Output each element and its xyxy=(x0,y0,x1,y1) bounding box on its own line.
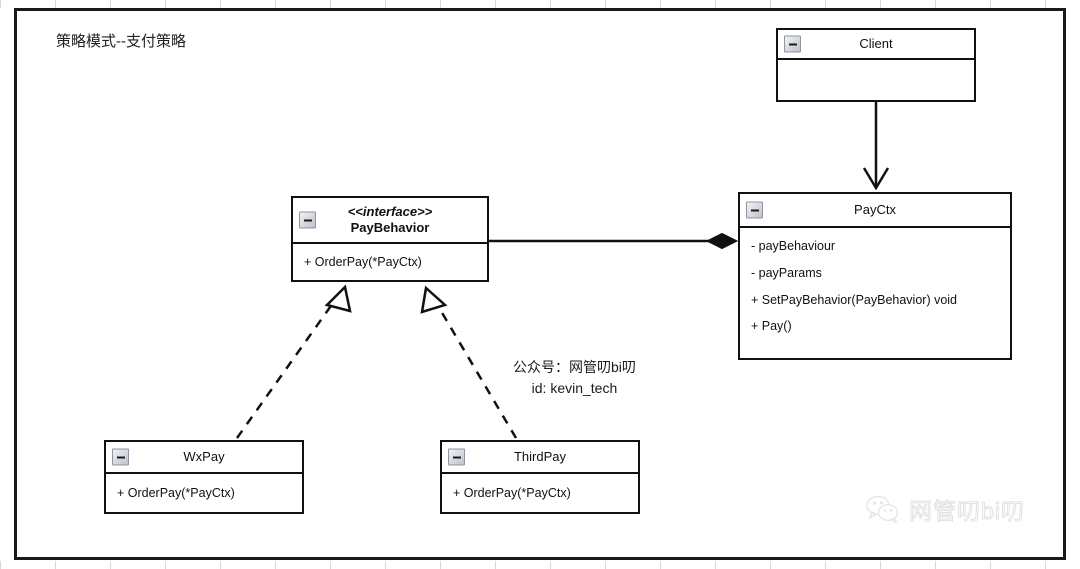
class-title-paybehavior: <<interface>> PayBehavior xyxy=(322,204,459,237)
class-box-thirdpay[interactable]: ThirdPay + OrderPay(*PayCtx) xyxy=(440,440,640,514)
class-header-thirdpay: ThirdPay xyxy=(442,442,638,474)
wechat-icon xyxy=(866,495,899,523)
class-box-payctx[interactable]: PayCtx - payBehaviour - payParams + SetP… xyxy=(738,192,1012,360)
class-member: + Pay() xyxy=(751,319,792,334)
class-header-client: Client xyxy=(778,30,974,60)
class-header-paybehavior: <<interface>> PayBehavior xyxy=(293,198,487,244)
class-name-payctx: PayCtx xyxy=(854,201,896,217)
class-body-paybehavior: + OrderPay(*PayCtx) xyxy=(293,244,487,280)
class-body-payctx: - payBehaviour - payParams + SetPayBehav… xyxy=(740,228,1010,358)
class-body-thirdpay: + OrderPay(*PayCtx) xyxy=(442,474,638,512)
class-name-client: Client xyxy=(859,35,893,51)
minus-icon[interactable] xyxy=(784,35,801,53)
class-member: - payBehaviour xyxy=(751,239,836,253)
minus-icon[interactable] xyxy=(299,211,316,229)
minus-icon[interactable] xyxy=(746,201,763,219)
wechat-account-line1: 公众号：网管叨bi叨 xyxy=(513,359,636,375)
ruler-top xyxy=(0,0,1080,8)
class-header-payctx: PayCtx xyxy=(740,194,1010,228)
class-box-paybehavior[interactable]: <<interface>> PayBehavior + OrderPay(*Pa… xyxy=(291,196,489,282)
brand-watermark: 网管叨bi叨 xyxy=(866,492,1025,526)
brand-name: 网管叨bi叨 xyxy=(909,498,1025,525)
class-body-wxpay: + OrderPay(*PayCtx) xyxy=(106,474,302,512)
class-stereotype-paybehavior: <<interface>> xyxy=(347,203,433,219)
minus-icon[interactable] xyxy=(112,448,129,466)
wechat-account-line2: id: kevin_tech xyxy=(531,380,618,396)
class-box-wxpay[interactable]: WxPay + OrderPay(*PayCtx) xyxy=(104,440,304,514)
wechat-account-note: 公众号：网管叨bi叨 id: kevin_tech xyxy=(513,357,636,399)
class-member: + OrderPay(*PayCtx) xyxy=(453,485,571,500)
class-member: - payParams xyxy=(751,265,822,280)
class-box-client[interactable]: Client xyxy=(776,28,976,102)
minus-icon[interactable] xyxy=(448,448,465,466)
ruler-bottom xyxy=(0,561,1080,569)
diagram-title: 策略模式--支付策略 xyxy=(56,33,186,50)
class-name-wxpay: WxPay xyxy=(183,448,225,464)
class-member: + OrderPay(*PayCtx) xyxy=(304,254,422,269)
class-member: + OrderPay(*PayCtx) xyxy=(117,485,235,500)
class-member: + SetPayBehavior(PayBehavior) void xyxy=(751,292,958,307)
class-header-wxpay: WxPay xyxy=(106,442,302,474)
class-name-paybehavior: PayBehavior xyxy=(350,220,430,235)
class-body-client xyxy=(778,60,974,100)
class-name-thirdpay: ThirdPay xyxy=(513,448,567,464)
